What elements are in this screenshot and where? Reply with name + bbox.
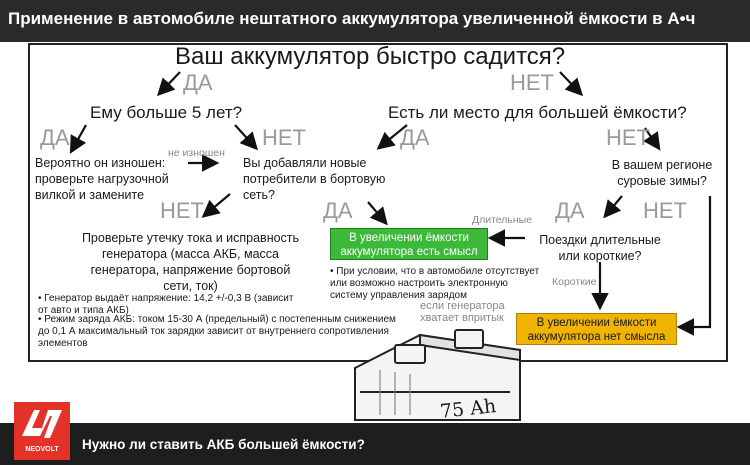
arrow-yes-consumers — [367, 201, 388, 226]
arrow-yes1 — [156, 71, 181, 97]
logo-text: NEOVOLT — [25, 446, 59, 453]
yes-label-age: ДА — [40, 125, 70, 150]
no-label-winter: НЕТ — [643, 198, 687, 223]
no-label-age: НЕТ — [262, 125, 306, 150]
yes-label-1: ДА — [183, 70, 213, 95]
no-label-1: НЕТ — [510, 70, 554, 95]
generator-voltage-note: • Генератор выдаёт напряжение: 14,2 +/-0… — [38, 293, 294, 316]
arrow-no-winter — [676, 196, 712, 336]
main-question: Ваш аккумулятор быстро садится? — [175, 43, 566, 70]
question-space: Есть ли место для большей ёмкости? — [388, 103, 687, 122]
no-label-consumers: НЕТ — [160, 198, 204, 223]
arrow-no-consumers — [201, 193, 231, 218]
logo-icon — [14, 402, 70, 460]
arrow-yes-winter — [603, 195, 623, 219]
yes-label-consumers: ДА — [323, 198, 353, 223]
charge-mode-note: • Режим заряда АКБ: током 15-30 А (преде… — [38, 314, 396, 349]
arrow-no-age — [234, 124, 258, 151]
no-label-space: НЕТ — [606, 125, 650, 150]
arrow-yes-space — [376, 124, 408, 150]
generator-note: если генератора хватает впритык — [420, 300, 505, 324]
long-trips-label: Длительные — [472, 214, 533, 226]
condition-note: • При условии, что в автомобиле отсутств… — [330, 266, 540, 301]
question-trips: Поездки длительные или короткие? — [539, 233, 661, 263]
question-consumers: Вы добавляли новые потребители в бортову… — [243, 156, 386, 202]
arrow-no1 — [559, 71, 584, 97]
question-age: Ему больше 5 лет? — [90, 103, 243, 122]
yes-label-winter: ДА — [555, 198, 585, 223]
arrow-no-space — [643, 127, 661, 151]
header-bar — [0, 0, 750, 42]
footer-title: Нужно ли ставить АКБ большей ёмкости? — [82, 437, 365, 452]
worn-out-text: Вероятно он изношен: проверьте нагрузочн… — [35, 156, 169, 202]
result-yes-box: В увеличении ёмкости аккумулятора есть с… — [330, 228, 488, 260]
logo-mark-icon — [22, 410, 62, 438]
page-title: Применение в автомобиле нештатного аккум… — [8, 9, 696, 28]
not-worn-label: не изношен — [168, 147, 225, 159]
arrow-yes-age — [69, 124, 87, 154]
footer-bar — [0, 423, 750, 465]
result-no-box: В увеличении ёмкости аккумулятора нет см… — [516, 313, 677, 345]
yes-label-space: ДА — [400, 125, 430, 150]
question-winter: В вашем регионе суровые зимы? — [611, 158, 713, 188]
short-trips-label: Короткие — [552, 276, 597, 288]
check-leak-text: Проверьте утечку тока и исправность гене… — [81, 231, 300, 293]
